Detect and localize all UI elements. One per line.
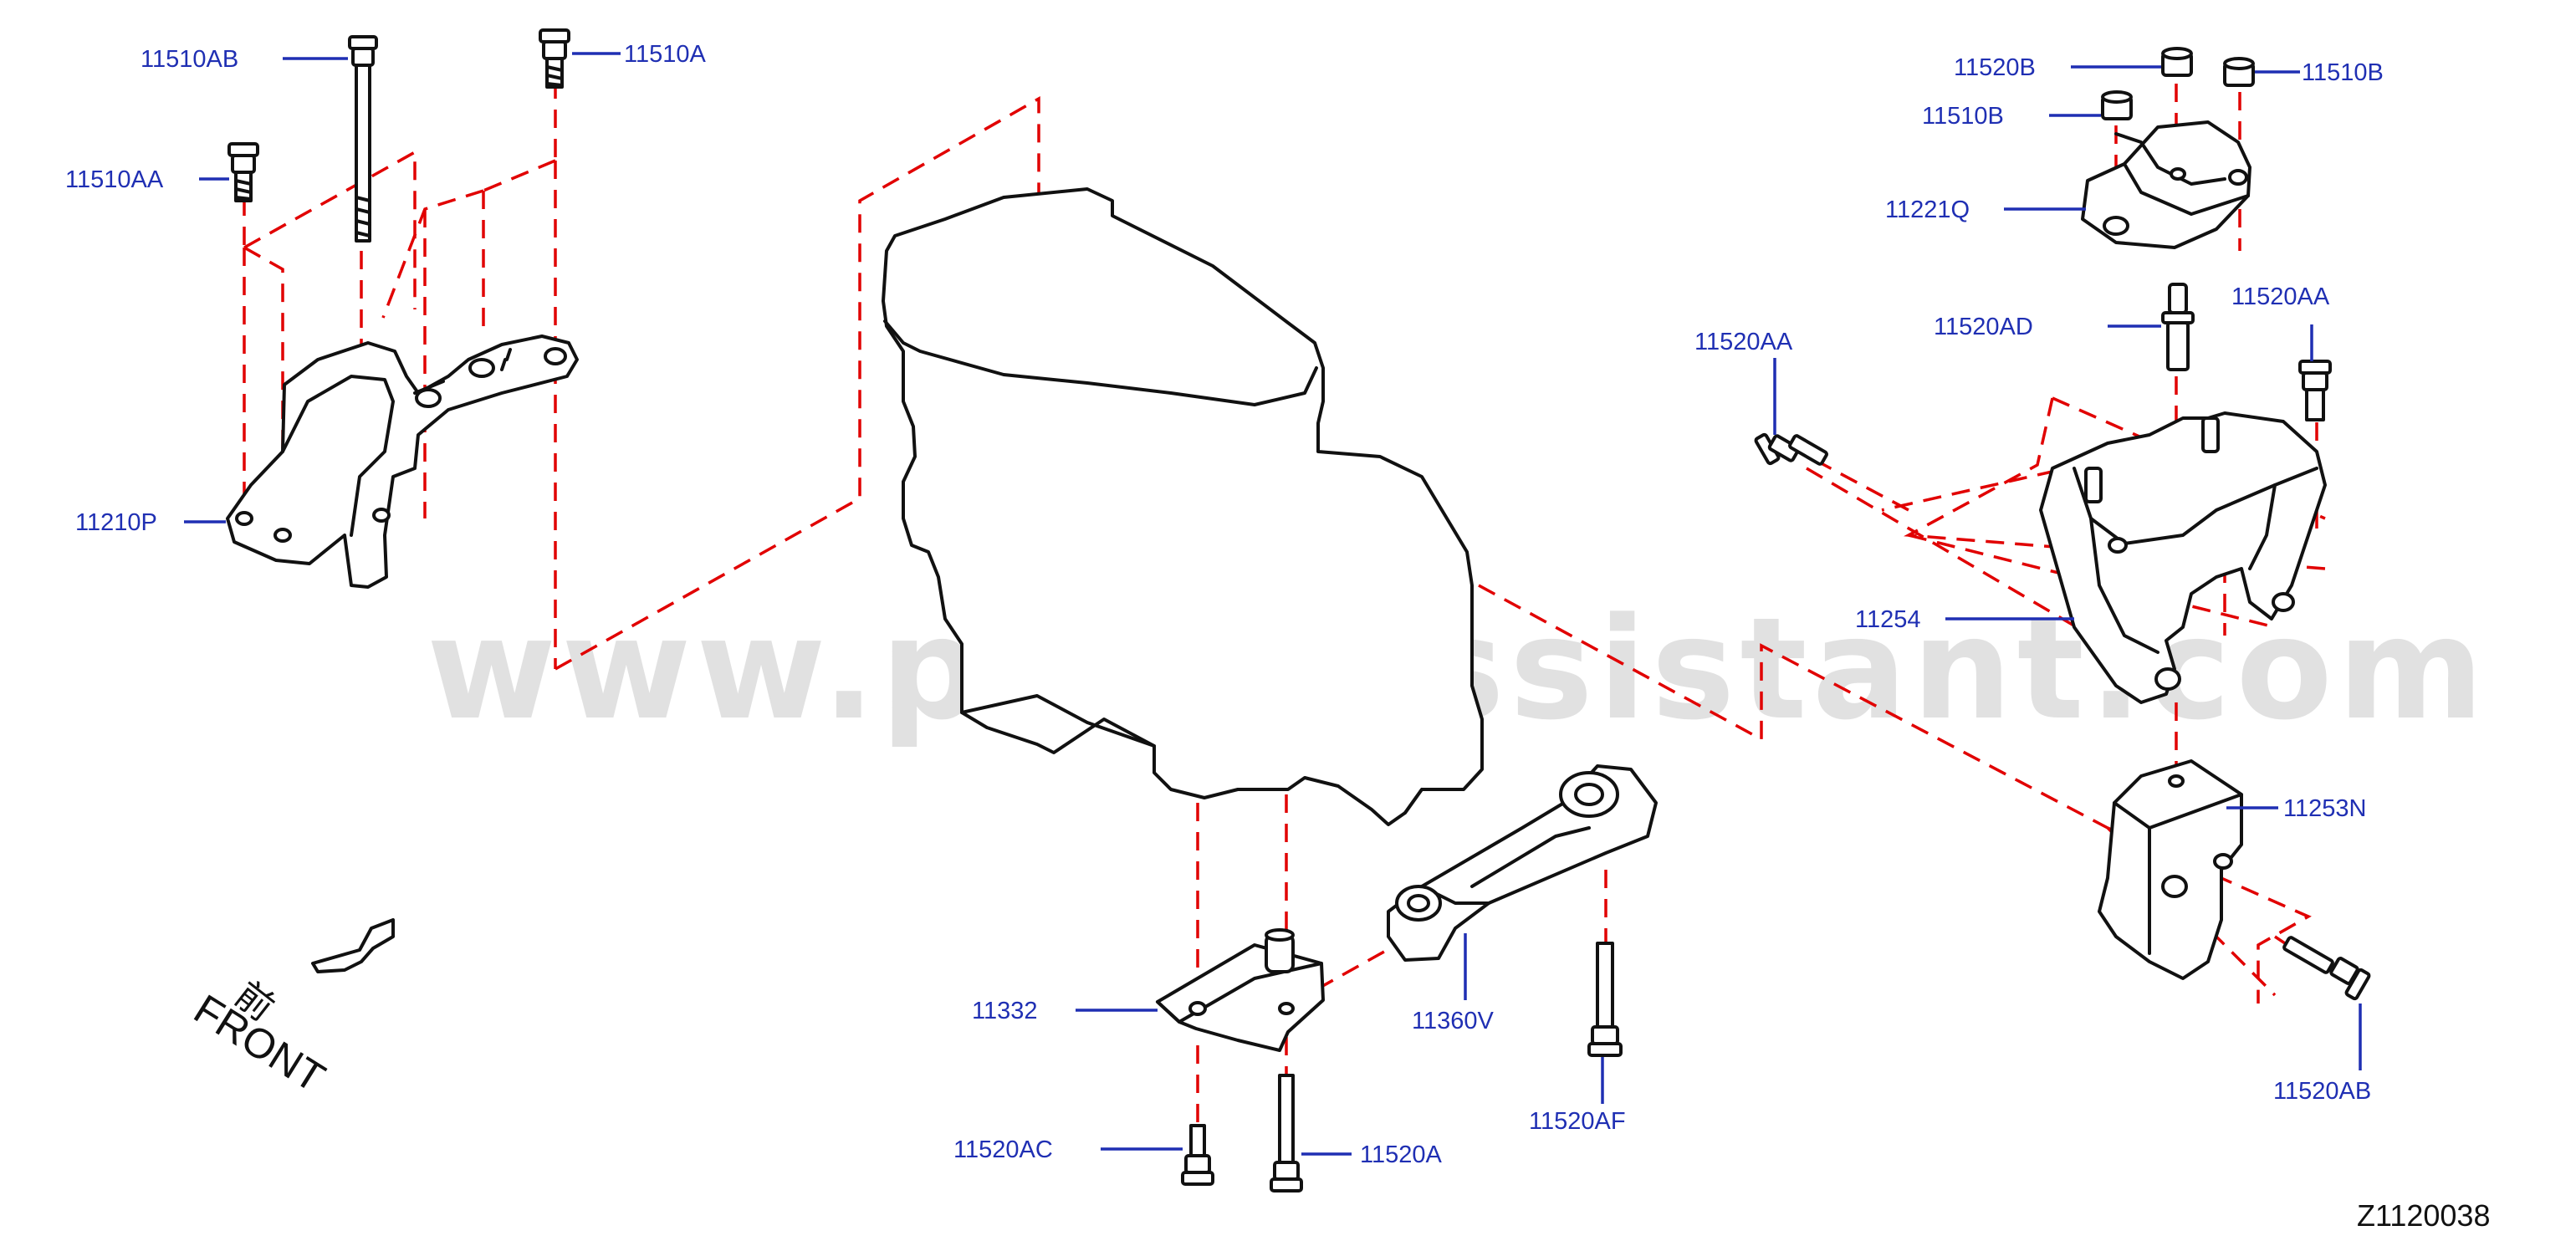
label-11332: 11332	[972, 998, 1038, 1024]
bolt-11510AB	[348, 35, 378, 243]
lower-bracket-11332	[1156, 928, 1325, 1052]
diagram-id: Z1120038	[2357, 1198, 2490, 1233]
label-11510A: 11510A	[624, 41, 706, 68]
lower-right-bracket-11253N	[2098, 759, 2243, 980]
torque-rod-11360V	[1387, 764, 1658, 962]
engine-block	[882, 187, 1484, 826]
left-mount-bracket-11210P	[226, 335, 579, 589]
label-11520AF: 11520AF	[1529, 1108, 1626, 1135]
bolt-11510AA	[227, 142, 259, 202]
bolt-11510A	[539, 28, 570, 89]
bolt-11520AA-right	[2298, 360, 2332, 421]
label-11253N: 11253N	[2283, 795, 2366, 822]
bolt-11520AA-left	[1754, 432, 1828, 466]
nut-11510B-right	[2223, 57, 2255, 87]
label-11360V: 11360V	[1412, 1008, 1494, 1034]
label-11510AA: 11510AA	[65, 166, 164, 193]
upper-right-mount-11221Q	[2081, 120, 2251, 249]
label-11221Q: 11221Q	[1885, 197, 1970, 223]
label-11510B-left: 11510B	[1922, 103, 2004, 130]
bolt-11520AC	[1181, 1124, 1214, 1186]
leader-lines	[184, 52, 2362, 1156]
stud-11520AD	[2161, 283, 2195, 371]
right-bracket-11254	[2039, 411, 2327, 704]
label-11520AB: 11520AB	[2273, 1078, 2371, 1105]
part-labels: 11510AB 11510A 11510AA 11210P 11520B 115…	[65, 41, 2384, 1168]
label-11520B: 11520B	[1954, 54, 2036, 81]
label-11254: 11254	[1855, 606, 1921, 633]
bolt-11520AF	[1587, 942, 1623, 1057]
bolt-11520AB	[2282, 936, 2371, 1001]
bolt-11520A	[1270, 1074, 1303, 1192]
label-11210P: 11210P	[75, 509, 157, 536]
label-11520AC: 11520AC	[953, 1136, 1053, 1163]
nut-11520B	[2161, 47, 2193, 77]
front-direction-indicator: 前 FRONT	[186, 918, 395, 1101]
label-11520AA-left: 11520AA	[1694, 329, 1793, 355]
label-11520AD: 11520AD	[1934, 314, 2033, 340]
front-arrow-icon	[311, 918, 395, 973]
nut-11510B-left	[2101, 90, 2133, 120]
label-11520AA-right: 11520AA	[2231, 283, 2330, 310]
label-11520A: 11520A	[1360, 1141, 1442, 1168]
label-11510B-right: 11510B	[2302, 59, 2384, 86]
label-11510AB: 11510AB	[141, 46, 238, 73]
